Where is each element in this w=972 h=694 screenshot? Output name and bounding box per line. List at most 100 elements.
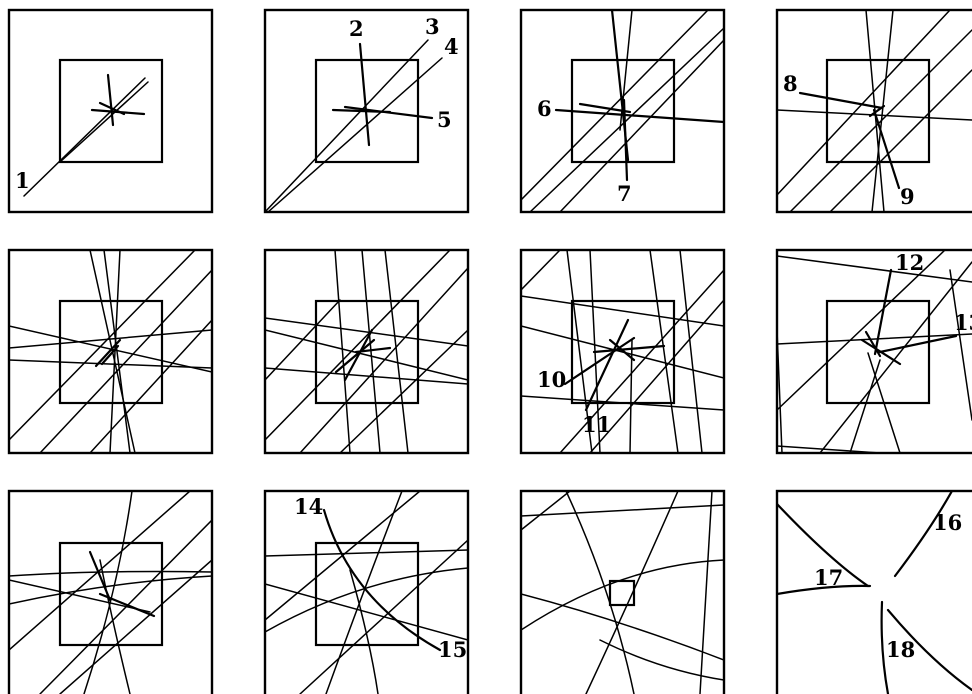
panel-1: 1 [7,8,214,214]
line [39,269,212,453]
line-group [777,250,972,453]
line [872,108,901,190]
curve [9,575,212,605]
label-1: 1 [15,168,30,193]
line [868,104,886,118]
line-group [521,250,724,453]
line-group [777,491,972,694]
panel-6 [263,248,470,455]
line [98,101,126,116]
line [871,10,894,212]
panel-frame [7,489,214,694]
line [88,550,112,602]
line [873,268,893,356]
panel-frame [7,8,214,214]
line [777,10,951,196]
inner-box [825,58,931,164]
line [339,329,468,453]
panel-9 [7,489,214,694]
line-group [9,491,212,694]
inner-box [825,299,931,405]
line-group [521,10,724,212]
line [343,328,374,382]
panel-frame [519,489,726,694]
panel-11 [519,489,726,694]
curve [265,567,468,633]
curve [9,570,212,577]
line [100,344,120,366]
line [9,329,212,349]
inner-box [58,299,164,405]
line [849,359,881,453]
line [521,10,709,201]
line [622,98,629,182]
line [59,559,212,694]
line [521,325,724,379]
curve [322,508,442,652]
panel-frame [775,489,972,694]
label-2: 2 [349,16,364,41]
line [521,395,724,411]
line [334,338,376,374]
curve-18 [880,600,890,694]
line [94,338,122,368]
curve-16 [893,491,954,578]
curve [599,639,724,681]
line-group [265,250,468,453]
line [864,330,882,358]
line [777,255,972,283]
curve [565,491,635,694]
inner-box [608,579,636,607]
curve [349,569,379,694]
panel-3: 6 7 [519,8,726,214]
inner-box [58,541,164,647]
line [334,250,351,453]
line [829,69,972,212]
line [331,108,392,114]
label-8: 8 [783,71,798,96]
line [89,319,212,453]
line [589,299,724,453]
line [819,261,972,453]
label-5: 5 [437,107,452,132]
line [559,269,724,453]
inner-box [314,541,420,647]
curve [83,491,133,694]
line [608,338,636,362]
curve-upper-left [777,502,870,588]
line [9,579,151,613]
line [949,269,972,421]
line [267,57,443,212]
line [521,250,561,291]
line [521,504,724,517]
curve [521,593,724,661]
line [103,250,131,453]
inner-box [314,58,420,164]
label-11: 11 [582,412,611,437]
label-17: 17 [814,565,843,590]
line [521,295,724,327]
curve-lower-right [886,608,972,692]
line [9,359,212,369]
line [9,250,196,441]
line [361,250,381,453]
line [777,445,881,453]
label-4: 4 [444,34,459,59]
panel-4: 8 9 [775,8,972,214]
label-13: 13 [954,310,972,335]
line [265,39,429,212]
line [878,334,958,354]
line [529,27,724,212]
line-group [265,491,468,694]
panel-8: 12 13 [775,248,972,455]
line [521,491,571,531]
panel-12: 16 17 18 [775,489,972,694]
line [265,367,468,385]
panel-frame [263,489,470,694]
line [265,250,451,441]
inner-box [58,58,164,164]
label-3: 3 [425,14,440,39]
label-16: 16 [933,510,962,535]
line [265,549,468,557]
